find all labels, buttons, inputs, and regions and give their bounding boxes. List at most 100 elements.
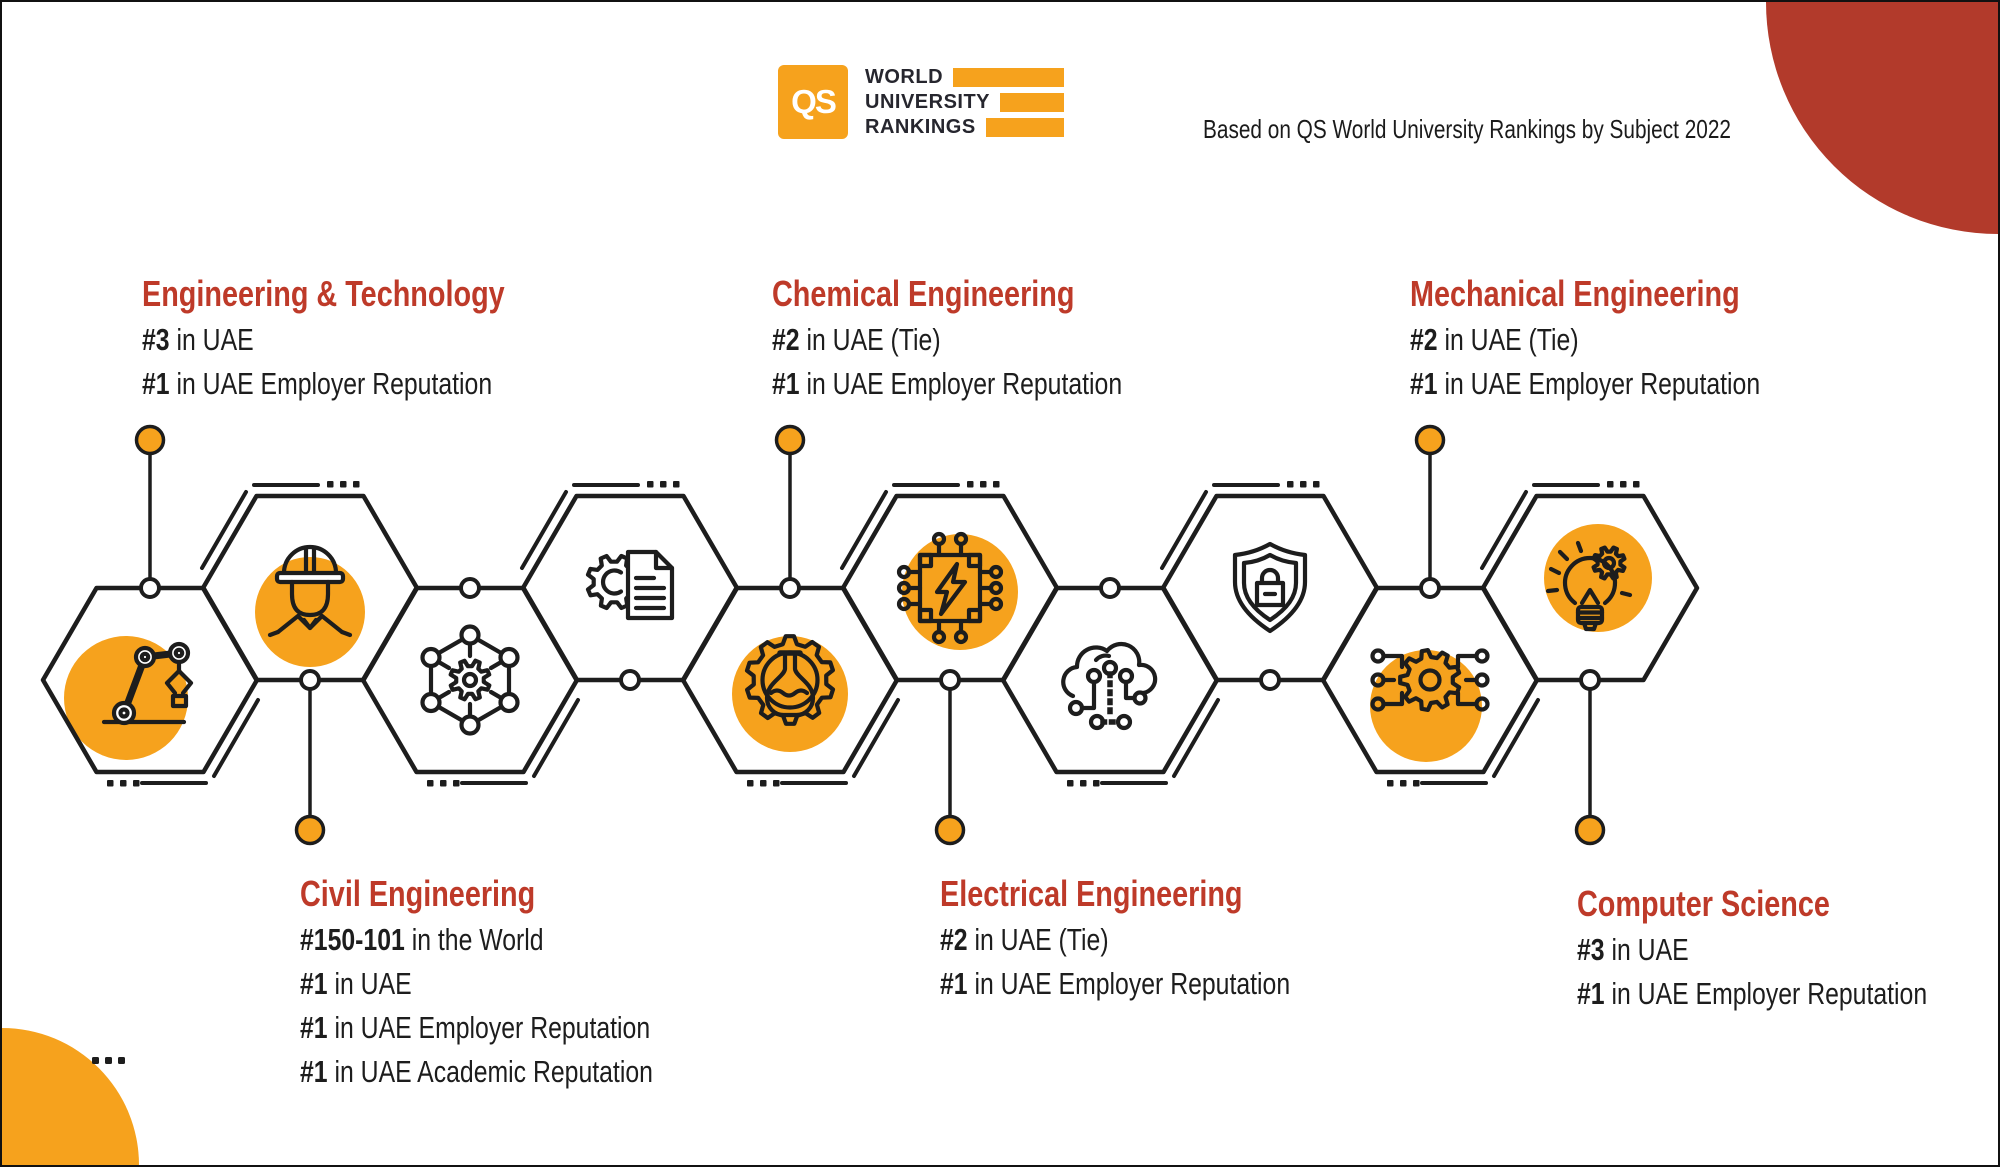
ellipsis-dots [340,481,347,488]
highlight-blob [255,557,365,667]
bulb-gear-icon [1545,540,1633,632]
hexagon-echo [780,698,900,785]
subject-title: Civil Engineering [300,873,536,914]
junction-node [1259,669,1281,691]
hexagon-echo [200,483,320,570]
junction-node [139,577,161,599]
cloud-circuit-icon [1061,641,1158,731]
ranking-line: #3 in UAE [142,322,254,357]
ellipsis-dots [427,780,434,787]
ellipsis-dots [773,780,780,787]
hexagon-network-gear [360,577,580,787]
ellipsis-dots [647,481,654,488]
subject-title: Electrical Engineering [940,873,1243,914]
ellipsis-dots [1067,780,1074,787]
logo-word-rankings: RANKINGS [865,116,976,138]
ranking-line: #3 in UAE [1577,932,1689,967]
gear-document-icon [585,549,675,621]
robot-arm-icon [101,641,194,726]
ranking-line: #1 in UAE Employer Reputation [772,366,1123,401]
logo-bar [953,67,1064,87]
network-gear-icon [420,624,520,736]
ellipsis-dots [133,780,140,787]
ellipsis-dots [453,780,460,787]
junction-node [459,577,481,599]
hexagon-echo [520,483,640,570]
logo-word-world: WORLD [865,66,944,88]
subject-title: Computer Science [1577,883,1830,924]
junction-node [299,669,321,691]
ellipsis-dots [1633,481,1640,488]
hexagon-cloud-circuit [1000,577,1220,787]
construction-worker-icon [267,544,353,638]
ellipsis-dots [1080,780,1087,787]
hexagon-shield-lock [1160,481,1380,691]
connector-dot [774,424,806,456]
circuit-gear-icon [1370,648,1490,712]
ellipsis-dots [967,481,974,488]
hexagon-echo [1480,483,1600,570]
qs-logo: QS WORLD UNIVERSITY RANKINGS [778,65,1064,139]
shield-lock-icon [1232,541,1308,634]
connector-dot [294,814,326,846]
qs-logo-mark: QS [778,65,848,139]
subject-block-engineering-technology: Engineering & Technology #3 in UAE#1 in … [142,274,505,406]
hexagon-flask-gear [680,424,900,787]
highlight-blob [1544,524,1652,632]
ellipsis-dots [1620,481,1627,488]
hexagon-construction-worker [200,481,420,846]
hexagon-echo [1420,698,1540,785]
ellipsis-dots [1607,481,1614,488]
subject-block-civil-engineering: Civil Engineering #150-101 in the World #… [300,874,653,1094]
logo-word-university: UNIVERSITY [865,91,991,113]
ellipsis-dots [105,1057,112,1064]
logo-bar [1000,92,1064,112]
ellipsis-dots [980,481,987,488]
hexagon-circuit-gear [1320,424,1540,787]
junction-node [779,577,801,599]
junction-node [1579,669,1601,691]
hexagon-gear-document [520,481,740,691]
hexagon-echo [1160,483,1280,570]
ellipsis-dots [1313,481,1320,488]
hexagon-echo [1100,698,1220,785]
ellipsis-dots [107,780,114,787]
subject-block-computer-science: Computer Science #3 in UAE#1 in UAE Empl… [1577,884,1927,1016]
subject-block-chemical-engineering: Chemical Engineering #2 in UAE (Tie)#1 i… [772,274,1122,406]
junction-node [939,669,961,691]
ellipsis-dots [660,481,667,488]
qs-logo-wordmark: WORLD UNIVERSITY RANKINGS [865,65,1064,139]
ellipsis-dots [120,780,127,787]
hexagon-chip-lightning [840,481,1060,846]
ellipsis-dots [1400,780,1407,787]
connector-dot [134,424,166,456]
ellipsis-dots [760,780,767,787]
logo-bar [985,117,1064,137]
ranking-source-note: Based on QS World University Rankings by… [1203,114,1731,144]
hexagon-echo [840,483,960,570]
ranking-line: #1 in UAE Employer Reputation [142,366,493,401]
subject-block-mechanical-engineering: Mechanical Engineering #2 in UAE (Tie) #1… [1410,274,1760,406]
subject-block-electrical-engineering: Electrical Engineering #2 in UAE (Tie)#1… [940,874,1290,1006]
qs-logo-monogram: QS [791,83,837,120]
junction-node [1419,577,1441,599]
subject-title: Mechanical Engineering [1410,273,1740,314]
ellipsis-dots [327,481,334,488]
ellipsis-dots [353,481,360,488]
ranking-line: #1 in UAE Employer Reputation [300,1010,651,1045]
ranking-line: #2 in UAE (Tie) [772,322,941,357]
ranking-line: #1 in UAE [300,966,412,1001]
ranking-line: #2 in UAE (Tie) [1410,322,1579,357]
flask-gear-icon [744,634,836,726]
ranking-line: #150-101 in the World [300,922,544,957]
ellipsis-dots [1387,780,1394,787]
connector-dot [1574,814,1606,846]
ellipsis-dots [1300,481,1307,488]
ranking-line: #1 in UAE Academic Reputation [300,1054,653,1089]
ellipsis-dots [118,1057,125,1064]
ellipsis-dots [1287,481,1294,488]
ranking-line: #1 in UAE Employer Reputation [1410,366,1761,401]
hexagon-echo [460,698,580,785]
